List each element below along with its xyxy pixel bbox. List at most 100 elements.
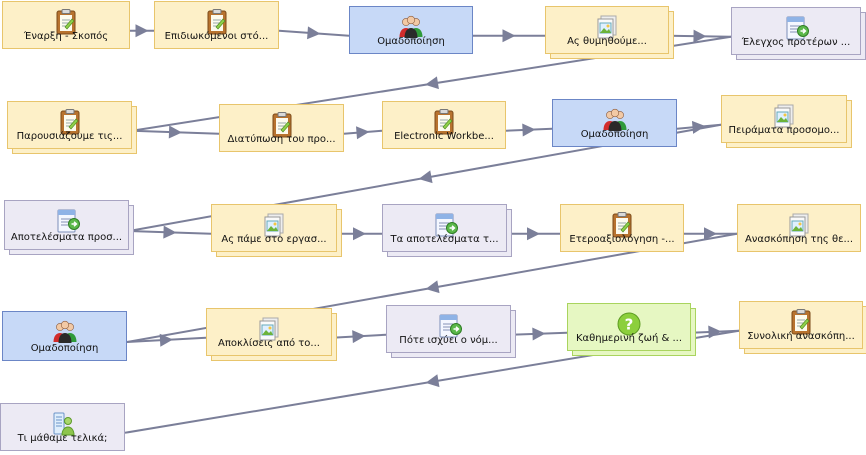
arrow-head (704, 227, 717, 241)
activity-node-n20[interactable]: Συνολική ανασκόπη... (739, 301, 866, 354)
arrow-head (708, 325, 722, 339)
activity-label: Ετεροαξιολόγηση -... (569, 234, 675, 245)
activity-node-n15[interactable]: Ανασκόπηση της θε... (737, 204, 861, 252)
arrow-head (135, 24, 149, 38)
activity-node-n5[interactable]: Έλεγχος προτέρων ... (731, 7, 866, 60)
doc-arrow-icon (782, 14, 810, 42)
arrow-head (425, 374, 440, 388)
activity-node-n18[interactable]: Πότε ισχύει ο νόμ... (386, 305, 516, 358)
activity-card: Ανασκόπηση της θε... (737, 204, 861, 252)
activity-node-n3[interactable]: Ομαδοποίηση (349, 6, 473, 54)
activity-label: Τα αποτελέσματα τ... (390, 234, 499, 245)
activity-label: Διατύπωση του προ... (227, 134, 336, 145)
activity-node-n2[interactable]: Επιδιωκόμενοι στό... (154, 1, 279, 49)
activity-node-n9[interactable]: Ομαδοποίηση (552, 99, 677, 147)
activity-card: Παρουσιάζουμε τις... (7, 101, 132, 149)
image-doc-icon (770, 102, 798, 130)
arrow-head (425, 76, 439, 90)
activity-label: Ας πάμε στο εργασ... (221, 234, 327, 245)
group-people-icon (601, 106, 629, 134)
activity-card: Πειράματα προσομο... (721, 95, 847, 143)
arrow-head (418, 170, 433, 184)
activity-card: Συνολική ανασκόπη... (739, 301, 863, 349)
group-people-icon (51, 318, 79, 346)
arrow-head (307, 26, 321, 40)
activity-card: Ομαδοποίηση (349, 6, 473, 54)
activity-node-n10[interactable]: Πειράματα προσομο... (721, 95, 852, 148)
activity-card: Τι μάθαμε τελικά; (0, 403, 125, 451)
activity-node-n4[interactable]: Ας θυμηθούμε... (545, 6, 674, 59)
activity-node-n11[interactable]: Αποτελέσματα προσ... (4, 200, 134, 255)
image-doc-icon (260, 211, 288, 239)
activity-card: Έλεγχος προτέρων ... (731, 7, 861, 55)
notepad-icon (787, 308, 815, 336)
activity-node-n14[interactable]: Ετεροαξιολόγηση -... (560, 204, 684, 252)
activity-label: Καθημερινή ζωή & ... (575, 333, 683, 344)
activity-label: Ας θυμηθούμε... (567, 36, 647, 47)
activity-label: Ομαδοποίηση (377, 36, 445, 47)
activity-node-n13[interactable]: Τα αποτελέσματα τ... (382, 204, 512, 257)
arrow-head (356, 126, 370, 140)
activity-label: Ανασκόπηση της θε... (744, 234, 854, 245)
activity-card: Ετεροαξιολόγηση -... (560, 204, 684, 252)
activity-card: Ομαδοποίηση (552, 99, 677, 147)
question-icon: ? (615, 310, 643, 338)
activity-label: Συνολική ανασκόπη... (747, 331, 855, 342)
doc-arrow-icon (435, 312, 463, 340)
activity-node-n7[interactable]: Διατύπωση του προ... (219, 104, 344, 152)
doc-arrow-icon (53, 207, 81, 235)
activity-label: Έλεγχος προτέρων ... (741, 37, 851, 48)
activity-label: Αποκλίσεις από το... (218, 338, 320, 349)
notepad-icon (430, 108, 458, 136)
activity-node-n1[interactable]: Έναρξη - Σκοπός (2, 1, 130, 49)
arrow-head (527, 227, 540, 241)
arrow-head (352, 330, 366, 344)
arrow-head (425, 280, 440, 294)
arrow-head (693, 29, 707, 43)
arrow-head (353, 227, 366, 241)
activity-label: Πότε ισχύει ο νόμ... (399, 335, 498, 346)
arrow-head (159, 333, 173, 347)
activity-node-n21[interactable]: Τι μάθαμε τελικά; (0, 403, 125, 451)
notepad-icon (608, 211, 636, 239)
activity-label: Ομαδοποίηση (30, 343, 99, 354)
image-doc-icon (255, 315, 283, 343)
activity-node-n6[interactable]: Παρουσιάζουμε τις... (7, 101, 137, 154)
person-board-icon (49, 410, 77, 438)
doc-arrow-icon (431, 211, 459, 239)
activity-label: Παρουσιάζουμε τις... (16, 131, 123, 142)
activity-label: Πειράματα προσομο... (728, 125, 840, 136)
activity-node-n17[interactable]: Αποκλίσεις από το... (206, 308, 337, 361)
activity-label: Επιδιωκόμενοι στό... (164, 31, 269, 42)
arrow-head (168, 125, 182, 139)
activity-card: Ομαδοποίηση (2, 311, 127, 361)
image-doc-icon (593, 13, 621, 41)
activity-card: Έναρξη - Σκοπός (2, 1, 130, 49)
activity-label: Electronic Workbe... (394, 131, 494, 142)
activity-card: Ας θυμηθούμε... (545, 6, 669, 54)
arrow-head (502, 29, 516, 43)
notepad-icon (268, 111, 296, 139)
activity-node-n8[interactable]: Electronic Workbe... (382, 101, 506, 149)
activity-card: Αποκλίσεις από το... (206, 308, 332, 356)
activity-node-n16[interactable]: Ομαδοποίηση (2, 311, 127, 361)
activity-card: Διατύπωση του προ... (219, 104, 344, 152)
activity-node-n12[interactable]: Ας πάμε στο εργασ... (211, 204, 342, 257)
arrow-head (691, 120, 706, 134)
activity-card: Electronic Workbe... (382, 101, 506, 149)
notepad-icon (56, 108, 84, 136)
activity-card: Αποτελέσματα προσ... (4, 200, 129, 250)
activity-label: Αποτελέσματα προσ... (10, 232, 123, 243)
activity-node-n19[interactable]: ?Καθημερινή ζωή & ... (567, 303, 696, 356)
svg-text:?: ? (625, 316, 634, 334)
activity-card: Επιδιωκόμενοι στό... (154, 1, 279, 49)
activity-label: Ομαδοποίηση (580, 129, 649, 140)
arrow-head (532, 327, 546, 341)
group-people-icon (397, 13, 425, 41)
arrow-head (163, 225, 177, 239)
arrow-head (522, 123, 536, 137)
image-doc-icon (785, 211, 813, 239)
activity-card: Ας πάμε στο εργασ... (211, 204, 337, 252)
notepad-icon (52, 8, 80, 36)
activity-card: Πότε ισχύει ο νόμ... (386, 305, 511, 353)
